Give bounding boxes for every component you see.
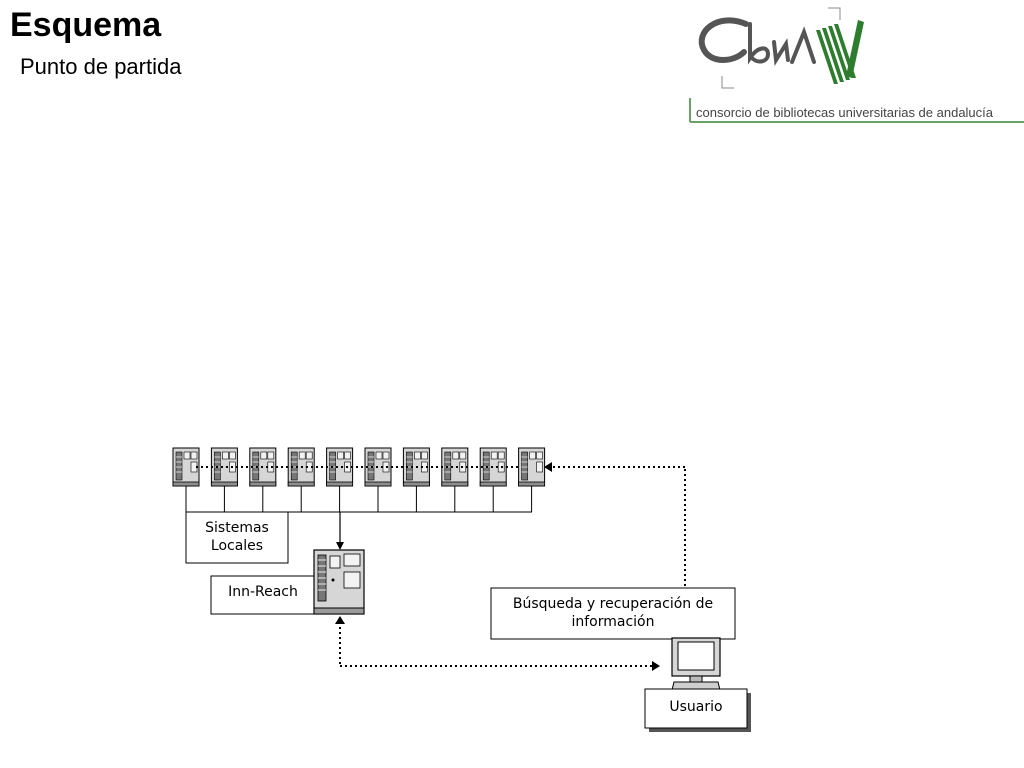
innreach-label: Inn-Reach	[228, 584, 298, 600]
user-box	[644, 688, 748, 729]
logo-tagline: consorcio de bibliotecas universitarias …	[696, 105, 994, 120]
logo-corner-top	[828, 7, 841, 20]
server-drop-lines	[185, 486, 533, 512]
logo-letter-b	[748, 22, 771, 65]
logo-letter-a	[790, 26, 816, 64]
local-systems-box	[185, 511, 289, 564]
server-icon	[518, 447, 546, 487]
logo-letter-c	[698, 17, 749, 63]
server-icon	[441, 447, 469, 487]
search-retrieval-box	[490, 587, 736, 640]
search-retrieval-label-line2: información	[571, 614, 654, 630]
user-label: Usuario	[669, 699, 722, 715]
local-servers-row	[172, 447, 546, 487]
logo-corner-bottom	[721, 76, 734, 89]
server-icon	[326, 447, 354, 487]
local-systems-label-line1: Sistemas	[205, 520, 269, 536]
server-icon	[210, 447, 238, 487]
cbua-logo: consorcio de bibliotecas universitarias …	[688, 7, 1024, 123]
slide-subtitle: Punto de partida	[20, 54, 182, 79]
logo-tagline-bg	[688, 98, 1024, 122]
logo-book-mark	[816, 20, 864, 84]
server-icon	[172, 447, 200, 487]
search-retrieval-label-line1: Búsqueda y recuperación de	[513, 596, 713, 612]
logo-letter-u	[772, 38, 790, 66]
slide-title: Esquema	[10, 6, 162, 44]
computer-icon	[671, 637, 721, 691]
innreach-user-dotted-link	[335, 616, 660, 671]
search-to-servers-dotted-link	[196, 462, 686, 586]
central-server-icon	[313, 549, 365, 615]
local-systems-label-line2: Locales	[211, 538, 263, 554]
